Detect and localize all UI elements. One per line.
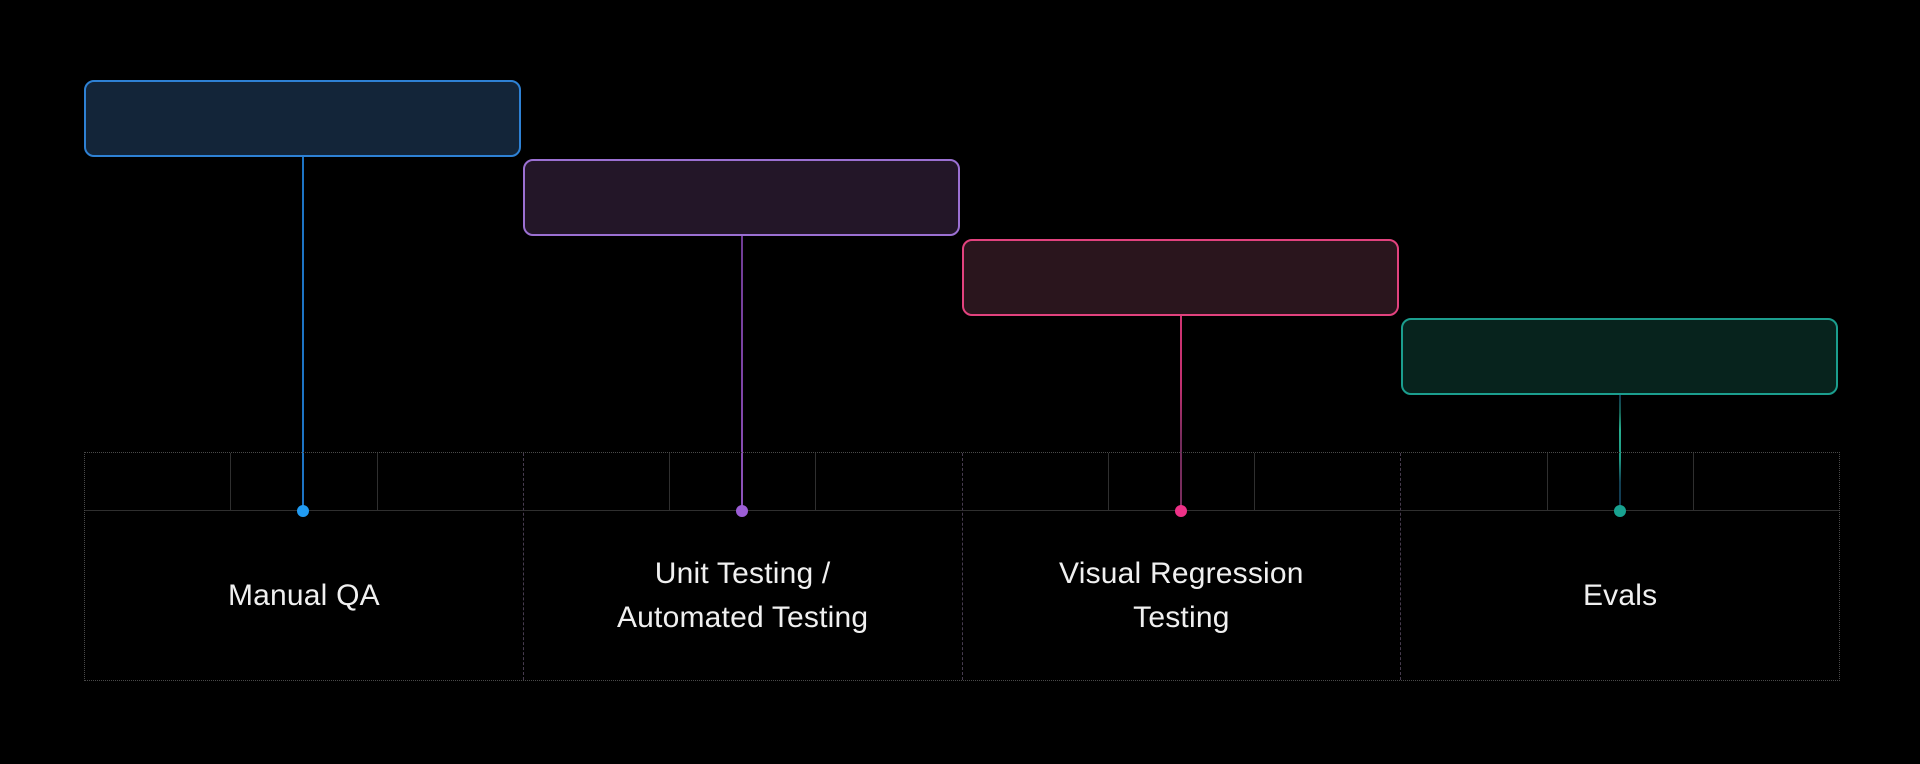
table-section-visual-regression: Visual Regression Testing <box>962 453 1402 680</box>
stage-box-unit-testing <box>523 159 960 236</box>
connector-line-manual-qa <box>302 157 304 511</box>
table-header-row <box>962 453 1401 511</box>
table-header-cell <box>816 453 961 510</box>
table-header-cell <box>85 453 232 510</box>
table-header-cell <box>231 453 378 510</box>
connector-dot-visual-regression <box>1175 505 1187 517</box>
table-header-cell <box>524 453 670 510</box>
table-header-cell <box>1401 453 1548 510</box>
stage-box-evals <box>1401 318 1838 395</box>
connector-line-unit-testing <box>741 236 743 511</box>
table-header-cell <box>1109 453 1255 510</box>
connector-line-visual-regression <box>1180 316 1182 511</box>
stage-label-manual-qa: Manual QA <box>227 578 380 612</box>
table-section-manual-qa: Manual QA <box>85 453 524 680</box>
table-header-cell <box>1694 453 1839 510</box>
connector-line-evals <box>1619 395 1621 511</box>
stage-box-manual-qa <box>84 80 521 157</box>
table-header-cell <box>963 453 1109 510</box>
timeline-table: Manual QA Unit Testing / Automated Testi… <box>84 452 1840 681</box>
connector-dot-evals <box>1614 505 1626 517</box>
table-section-evals: Evals <box>1401 453 1839 680</box>
table-section-unit-testing: Unit Testing / Automated Testing <box>523 453 963 680</box>
stage-label-unit-testing: Unit Testing / Automated Testing <box>616 556 869 634</box>
stage-label-evals: Evals <box>1582 578 1658 612</box>
table-header-cell <box>670 453 817 510</box>
stage-label-visual-regression: Visual Regression Testing <box>1059 556 1304 634</box>
stage-box-visual-regression <box>962 239 1399 316</box>
table-header-row <box>1401 453 1839 511</box>
connector-dot-manual-qa <box>297 505 309 517</box>
table-header-row <box>523 453 962 511</box>
table-header-row <box>85 453 523 511</box>
connector-dot-unit-testing <box>736 505 748 517</box>
table-header-cell <box>378 453 523 510</box>
table-header-cell <box>1255 453 1400 510</box>
table-header-cell <box>1548 453 1694 510</box>
